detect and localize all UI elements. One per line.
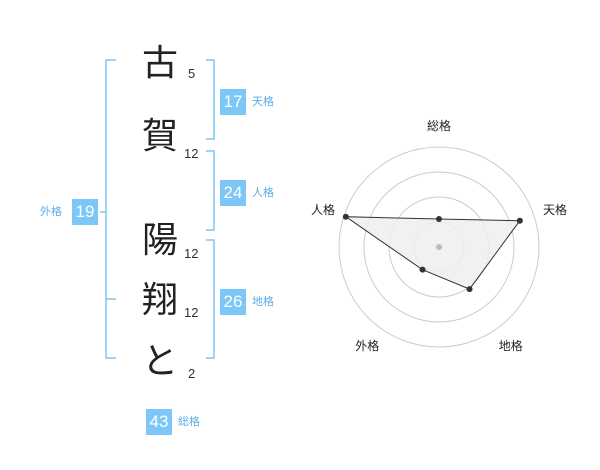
radar-axis-label-4: 外格	[355, 339, 380, 354]
soukaku-value: 43	[146, 409, 172, 435]
stroke-count-4: 12	[184, 305, 199, 320]
radar-ring-4	[338, 146, 540, 348]
name-char-5: と	[141, 341, 178, 382]
tenkaku-label: 天格	[252, 95, 274, 108]
name-char-1: 古	[141, 43, 178, 84]
stroke-count-3: 12	[184, 246, 199, 261]
gaikaku-label: 外格	[40, 205, 62, 218]
radar-point-2	[516, 217, 523, 224]
radar-series-polygon	[344, 216, 521, 290]
chikaku-label: 地格	[252, 295, 274, 308]
radar-axis-label-2: 天格	[543, 202, 568, 217]
radar-axis-label-1: 総格	[427, 118, 452, 133]
radar-point-4	[419, 266, 426, 273]
chikaku-value: 26	[220, 289, 246, 315]
radar-center-dot	[436, 244, 442, 250]
stroke-count-5: 2	[188, 366, 196, 381]
jinkaku-label: 人格	[252, 186, 274, 199]
radar-point-5	[342, 213, 349, 220]
name-char-2: 賀	[141, 116, 178, 157]
name-char-3: 陽	[141, 220, 178, 261]
radar-point-1	[436, 216, 442, 222]
stroke-count-2: 12	[184, 146, 199, 161]
radar-ring-3	[363, 171, 515, 323]
name-char-4: 翔	[141, 280, 178, 321]
jinkaku-value: 24	[220, 180, 246, 206]
radar-point-3	[466, 286, 473, 293]
soukaku-label: 総格	[178, 415, 200, 428]
stroke-count-1: 5	[188, 66, 196, 81]
radar-axis-label-3: 地格	[498, 339, 523, 354]
tenkaku-value: 17	[220, 89, 246, 115]
gaikaku-value: 19	[72, 199, 98, 225]
radar-axis-label-5: 人格	[310, 202, 335, 217]
